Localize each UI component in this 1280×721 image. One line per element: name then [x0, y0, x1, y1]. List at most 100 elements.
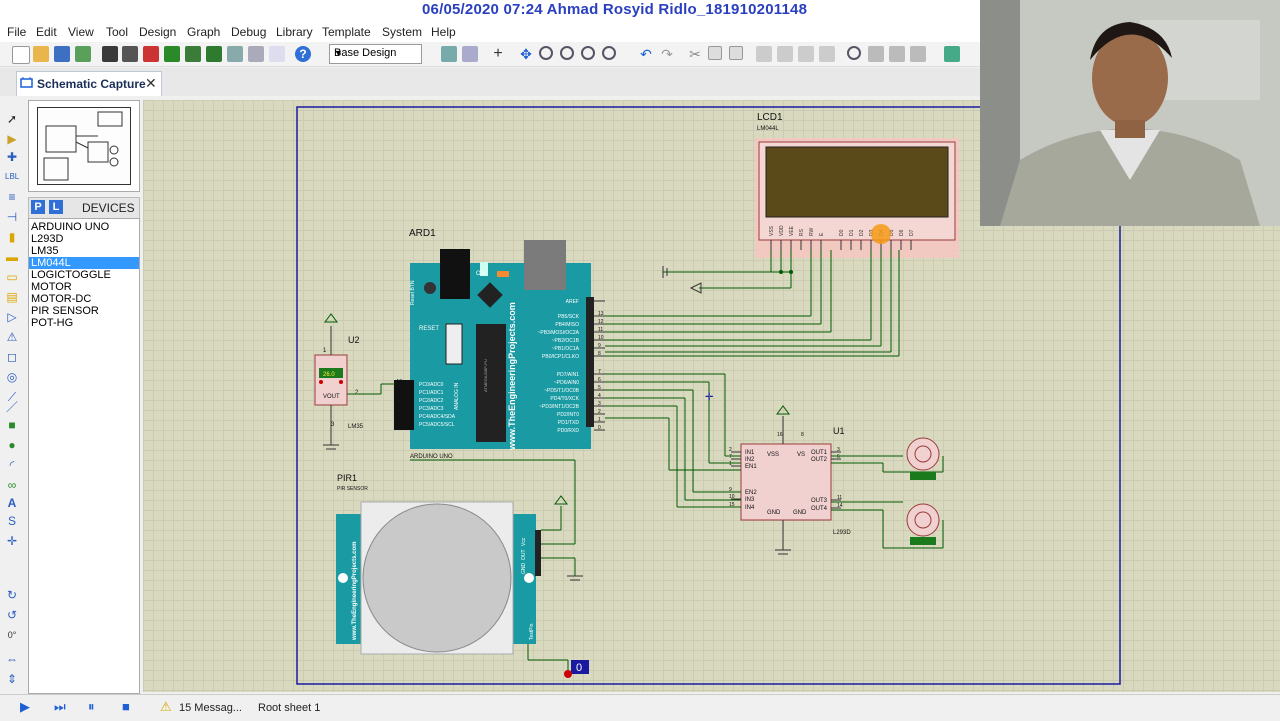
device-item[interactable]: LOGICTOGGLE — [31, 269, 111, 281]
graph-icon[interactable]: ▤ — [6, 290, 18, 304]
motor-2[interactable] — [906, 503, 940, 545]
library-manager-button[interactable]: L — [49, 200, 63, 214]
device-item[interactable]: PIR SENSOR — [31, 305, 99, 317]
zoom-all-icon[interactable] — [581, 46, 595, 60]
schematic-icon[interactable] — [122, 46, 138, 62]
tab-schematic-capture[interactable]: Schematic Capture ✕ — [16, 71, 162, 96]
wire-label-icon[interactable]: LBL — [5, 172, 20, 181]
current-probe-icon[interactable]: ◎ — [6, 370, 18, 384]
device-item[interactable]: ARDUINO UNO — [31, 221, 110, 233]
grid-icon[interactable] — [462, 46, 478, 62]
menu-library[interactable]: Library — [276, 25, 313, 39]
bus-icon[interactable]: ⊣ — [6, 210, 18, 224]
undo-icon[interactable]: ↶ — [640, 46, 652, 62]
messages-count[interactable]: 15 Messag... — [179, 702, 242, 714]
menu-help[interactable]: Help — [431, 25, 456, 39]
block-copy-icon[interactable] — [756, 46, 772, 62]
circle-icon[interactable]: ● — [8, 438, 16, 452]
virtual-instrument-icon[interactable]: ⟋ — [7, 390, 17, 404]
pir-sensor[interactable]: PIR1 PIR SENSOR www.TheEngineeringProjec… — [336, 473, 541, 655]
close-icon[interactable]: ✕ — [145, 75, 157, 91]
design-select[interactable]: Base Design ▼ — [329, 44, 422, 64]
logic-state-probe[interactable]: 0 — [564, 660, 589, 678]
design-explorer-icon[interactable] — [227, 46, 243, 62]
text-script-icon[interactable]: ≡ — [8, 190, 16, 204]
save-icon[interactable] — [54, 46, 70, 62]
motor-1[interactable] — [906, 437, 940, 480]
redo-icon[interactable]: ↷ — [661, 46, 673, 62]
rotate-ccw-icon[interactable]: ↺ — [6, 608, 18, 622]
menu-template[interactable]: Template — [322, 25, 371, 39]
pause-icon[interactable]: ⏸ — [88, 699, 95, 714]
marker-icon[interactable]: ✛ — [6, 534, 18, 548]
line-icon[interactable]: ／ — [5, 400, 18, 414]
device-item[interactable]: POT-HG — [31, 317, 74, 329]
pick-device-icon[interactable] — [847, 46, 861, 60]
device-item-selected[interactable]: LM044L — [29, 257, 139, 269]
voltage-probe-icon[interactable]: ◻ — [7, 350, 17, 364]
import-icon[interactable] — [75, 46, 91, 62]
back-icon[interactable] — [164, 46, 180, 62]
junction-dot-icon[interactable]: ✚ — [6, 150, 18, 164]
rotate-cw-icon[interactable]: ↻ — [6, 588, 18, 602]
zoom-area-icon[interactable] — [602, 46, 616, 60]
menu-view[interactable]: View — [68, 25, 94, 39]
generator-icon[interactable]: ⚠ — [6, 330, 18, 344]
terminals-icon[interactable]: ▬ — [6, 250, 18, 264]
origin-icon[interactable]: + — [493, 45, 503, 62]
arduino-uno[interactable]: ARD1 ON RESET Reset BTN ANALOG IN ATMEGA… — [394, 228, 605, 460]
menu-system[interactable]: System — [382, 25, 423, 39]
paste-icon[interactable] — [729, 46, 743, 60]
home-icon[interactable] — [102, 46, 118, 62]
packaging-icon[interactable] — [889, 46, 905, 62]
tape-recorder-icon[interactable]: ▷ — [7, 310, 17, 324]
copy-icon[interactable] — [708, 46, 722, 60]
open-folder-icon[interactable] — [33, 46, 49, 62]
decompose-icon[interactable] — [910, 46, 926, 62]
device-item[interactable]: MOTOR-DC — [31, 293, 92, 305]
block-delete-icon[interactable] — [819, 46, 835, 62]
block-move-icon[interactable] — [777, 46, 793, 62]
component-mode-icon[interactable]: ▶ — [7, 132, 17, 146]
help-icon[interactable]: ? — [295, 46, 311, 62]
subcircuit-icon[interactable]: ▮ — [8, 230, 16, 244]
lm35-sensor[interactable]: U2 26.0 VOUT LM35 2 3 1 — [314, 313, 364, 450]
mirror-x-icon[interactable]: ⇔ — [6, 652, 18, 666]
device-item[interactable]: LM35 — [31, 245, 59, 257]
menu-tool[interactable]: Tool — [106, 25, 129, 39]
notes-icon[interactable] — [269, 46, 285, 62]
bill-icon[interactable] — [248, 46, 264, 62]
path-icon[interactable]: ∞ — [7, 478, 17, 492]
block-rotate-icon[interactable] — [798, 46, 814, 62]
gerber-icon[interactable] — [206, 46, 222, 62]
menu-debug[interactable]: Debug — [231, 25, 267, 39]
pick-devices-button[interactable]: P — [31, 200, 45, 214]
overview-window[interactable] — [28, 100, 140, 192]
lcd-module[interactable]: LCD1 LM044L VSSVDDVEERSRWED0D1D2D3D4D5D6… — [755, 112, 959, 258]
box-icon[interactable]: ■ — [8, 418, 16, 432]
cut-icon[interactable]: ✂ — [689, 46, 701, 62]
make-device-icon[interactable] — [868, 46, 884, 62]
pcb-icon[interactable] — [143, 46, 159, 62]
device-item[interactable]: L293D — [31, 233, 64, 245]
3d-icon[interactable] — [185, 46, 201, 62]
menu-graph[interactable]: Graph — [187, 25, 221, 39]
menu-file[interactable]: File — [7, 25, 27, 39]
mirror-y-icon[interactable]: ⇕ — [6, 672, 18, 686]
menu-edit[interactable]: Edit — [36, 25, 57, 39]
play-icon[interactable]: ▶ — [20, 699, 30, 714]
arc-icon[interactable]: ◜ — [9, 458, 15, 472]
stop-icon[interactable]: ■ — [122, 699, 130, 714]
pan-icon[interactable]: ✥ — [520, 46, 532, 62]
device-pins-icon[interactable]: ▭ — [6, 270, 18, 284]
wire-autorouter-icon[interactable] — [944, 46, 960, 62]
text-icon[interactable]: A — [7, 496, 17, 510]
symbol-icon[interactable]: S — [7, 514, 16, 528]
menu-design[interactable]: Design — [139, 25, 177, 39]
step-icon[interactable]: ⏭ — [54, 699, 66, 714]
new-file-icon[interactable] — [12, 46, 30, 64]
refresh-icon[interactable] — [441, 46, 457, 62]
zoom-in-icon[interactable] — [539, 46, 553, 60]
selection-mode-icon[interactable]: ➚ — [6, 112, 18, 126]
